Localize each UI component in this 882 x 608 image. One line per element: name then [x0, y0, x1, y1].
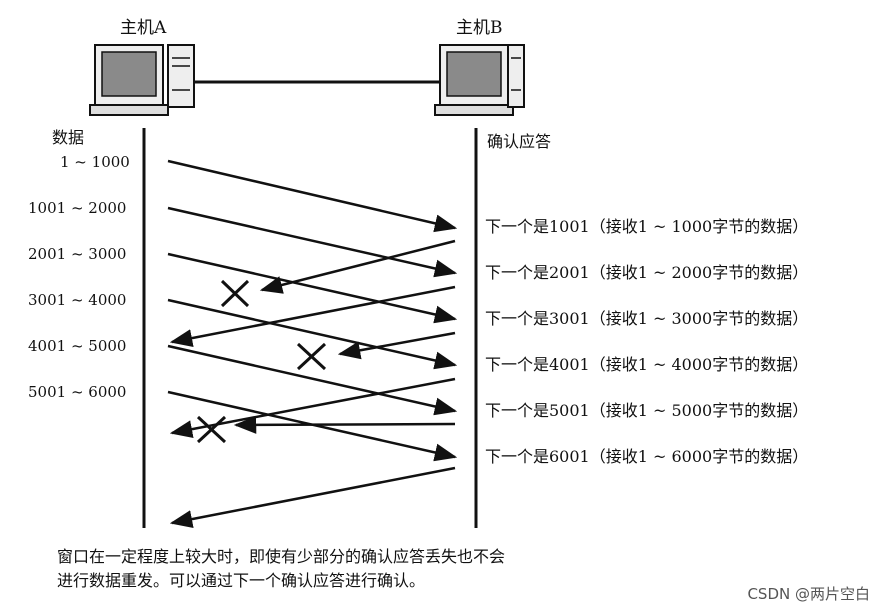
host-a-computer-icon [89, 44, 195, 116]
ack-label: 下一个是1001（接收1 ~ 1000字节的数据） [485, 217, 809, 236]
data-arrow-1 [167, 159, 458, 233]
caption-line-1: 窗口在一定程度上较大时，即使有少部分的确认应答丢失也不会 [57, 547, 506, 566]
loss-x-icon [220, 279, 250, 308]
segment-label: 3001 ~ 4000 [28, 291, 127, 309]
host-b-computer-icon [434, 44, 525, 116]
segment-label: 1001 ~ 2000 [28, 199, 127, 217]
ack-arrow-6 [169, 466, 456, 528]
data-arrow-4 [167, 298, 458, 370]
data-arrow-5 [167, 344, 458, 416]
ack-label: 下一个是3001（接收1 ~ 3000字节的数据） [485, 309, 809, 328]
host-b-label: 主机B [456, 18, 503, 38]
data-arrow-3 [167, 252, 458, 324]
ack-arrow-5-lost [233, 415, 456, 434]
ack-header: 确认应答 [487, 132, 552, 151]
ack-label: 下一个是2001（接收1 ~ 2000字节的数据） [485, 263, 809, 282]
ack-label: 下一个是5001（接收1 ~ 5000字节的数据） [485, 401, 809, 420]
ack-arrow-2 [169, 285, 456, 347]
data-arrow-2 [167, 206, 458, 278]
ack-arrow-3-lost [337, 331, 456, 360]
caption-line-2: 进行数据重发。可以通过下一个确认应答进行确认。 [57, 571, 426, 590]
data-header: 数据 [52, 128, 85, 147]
loss-x-icon [196, 415, 227, 444]
ack-label: 下一个是4001（接收1 ~ 4000字节的数据） [485, 355, 809, 374]
segment-label: 4001 ~ 5000 [28, 337, 127, 355]
segment-label: 2001 ~ 3000 [28, 245, 127, 263]
ack-label: 下一个是6001（接收1 ~ 6000字节的数据） [485, 447, 809, 466]
ack-arrow-1-lost [259, 239, 456, 294]
segment-label: 5001 ~ 6000 [28, 383, 127, 401]
host-a-label: 主机A [120, 18, 167, 38]
segment-label: 1 ~ 1000 [60, 153, 130, 171]
loss-x-icon [296, 342, 327, 371]
csdn-watermark: CSDN @两片空白 [747, 585, 870, 603]
